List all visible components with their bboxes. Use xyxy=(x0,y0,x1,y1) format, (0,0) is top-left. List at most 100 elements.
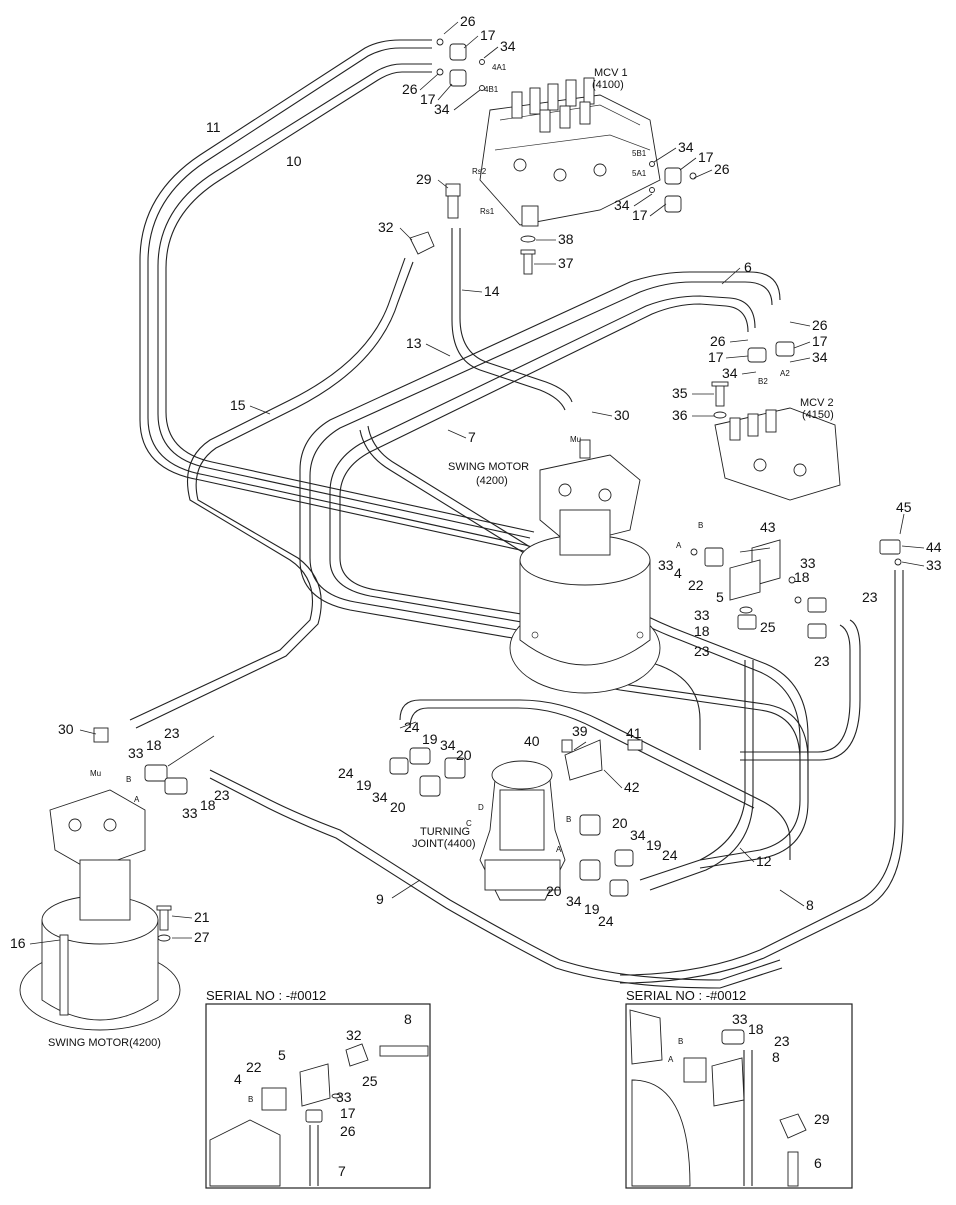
callout-24c: 24 xyxy=(662,847,678,863)
port-5b1: 5B1 xyxy=(632,149,647,158)
inset-left-callout-25: 25 xyxy=(362,1073,378,1089)
inset-left-port-b: B xyxy=(248,1095,253,1104)
callout-labels: 26 17 34 26 17 34 11 10 34 17 26 29 34 1… xyxy=(10,13,942,951)
inset-left-title: SERIAL NO : -#0012 xyxy=(206,988,326,1003)
callout-29: 29 xyxy=(416,171,432,187)
callout-40: 40 xyxy=(524,733,540,749)
callout-18d: 18 xyxy=(200,797,216,813)
callout-27: 27 xyxy=(194,929,210,945)
inset-right-callout-29: 29 xyxy=(814,1111,830,1127)
callout-33e: 33 xyxy=(128,745,144,761)
callout-42: 42 xyxy=(624,779,640,795)
label-swing-motor-bottom: SWING MOTOR(4200) xyxy=(48,1037,161,1049)
callout-44: 44 xyxy=(926,539,942,555)
callout-20a: 20 xyxy=(456,747,472,763)
callout-4a: 4 xyxy=(674,565,682,581)
callout-26c: 26 xyxy=(714,161,730,177)
callout-23a: 23 xyxy=(862,589,878,605)
label-swing-motor-top-code: (4200) xyxy=(476,475,508,487)
port-d: D xyxy=(478,803,484,812)
callout-38: 38 xyxy=(558,231,574,247)
port-b2: B2 xyxy=(758,377,768,386)
port-4a1: 4A1 xyxy=(492,63,507,72)
port-mu-top: Mu xyxy=(570,435,581,444)
callout-45: 45 xyxy=(896,499,912,515)
callout-41: 41 xyxy=(626,725,642,741)
callout-8: 8 xyxy=(806,897,814,913)
port-c: C xyxy=(466,819,472,828)
callout-35: 35 xyxy=(672,385,688,401)
label-turning-joint-1: TURNING xyxy=(420,826,470,838)
port-rs1: Rs1 xyxy=(480,207,495,216)
callout-17f: 17 xyxy=(812,333,828,349)
callout-18b: 18 xyxy=(694,623,710,639)
callout-34c: 34 xyxy=(678,139,694,155)
callout-20b: 20 xyxy=(390,799,406,815)
callout-10: 10 xyxy=(286,153,302,169)
callout-19d: 19 xyxy=(584,901,600,917)
callout-17a: 17 xyxy=(480,27,496,43)
callout-36: 36 xyxy=(672,407,688,423)
swing-motor-top xyxy=(509,439,661,694)
callout-20d: 20 xyxy=(546,883,562,899)
callout-9: 9 xyxy=(376,891,384,907)
callout-43: 43 xyxy=(760,519,776,535)
callout-34a: 34 xyxy=(500,38,516,54)
label-mcv1-code: (4100) xyxy=(592,79,624,91)
callout-34b: 34 xyxy=(434,101,450,117)
callout-19b: 19 xyxy=(356,777,372,793)
callout-34i: 34 xyxy=(630,827,646,843)
mcv1-valve-block xyxy=(409,38,697,275)
inset-left-callout-7: 7 xyxy=(338,1163,346,1179)
callout-17d: 17 xyxy=(632,207,648,223)
callout-24b: 24 xyxy=(338,765,354,781)
inset-right-callout-18: 18 xyxy=(748,1021,764,1037)
port-a-turning-joint: A xyxy=(556,845,562,854)
callout-12: 12 xyxy=(756,853,772,869)
hose-routes xyxy=(129,39,904,989)
callout-34g: 34 xyxy=(440,737,456,753)
inset-left-callout-26: 26 xyxy=(340,1123,356,1139)
inset-left-callout-8: 8 xyxy=(404,1011,412,1027)
callout-34e: 34 xyxy=(722,365,738,381)
inset-right-port-b: B xyxy=(678,1037,683,1046)
inset-left-callout-5: 5 xyxy=(278,1047,286,1063)
inset-left-callout-32: 32 xyxy=(346,1027,362,1043)
callout-26e: 26 xyxy=(812,317,828,333)
port-b-top: B xyxy=(698,521,703,530)
callout-34d: 34 xyxy=(614,197,630,213)
callout-33d: 33 xyxy=(694,607,710,623)
label-mcv1: MCV 1 xyxy=(594,67,628,79)
callout-34j: 34 xyxy=(566,893,582,909)
label-turning-joint-2: JOINT(4400) xyxy=(412,838,476,850)
callout-17b: 17 xyxy=(420,91,436,107)
callout-25a: 25 xyxy=(760,619,776,635)
port-a-left: A xyxy=(134,795,140,804)
callout-23d: 23 xyxy=(164,725,180,741)
callout-34h: 34 xyxy=(372,789,388,805)
callout-33a: 33 xyxy=(926,557,942,573)
callout-19a: 19 xyxy=(422,731,438,747)
callout-7: 7 xyxy=(468,429,476,445)
callout-24d: 24 xyxy=(598,913,614,929)
inset-right-title: SERIAL NO : -#0012 xyxy=(626,988,746,1003)
mcv2-valve-block xyxy=(711,341,841,501)
label-mcv2: MCV 2 xyxy=(800,397,834,409)
port-mu-bottom: Mu xyxy=(90,769,101,778)
callout-6: 6 xyxy=(744,259,752,275)
swing-motor-bottom xyxy=(19,727,188,1031)
leader-lines xyxy=(29,21,925,945)
inset-left-callout-22: 22 xyxy=(246,1059,262,1075)
callout-18a: 18 xyxy=(794,569,810,585)
callout-15: 15 xyxy=(230,397,246,413)
valve-block-cluster xyxy=(690,539,902,639)
callout-17e: 17 xyxy=(708,349,724,365)
callout-33c: 33 xyxy=(800,555,816,571)
callout-23e: 23 xyxy=(214,787,230,803)
port-rs2: Rs2 xyxy=(472,167,487,176)
callout-39: 39 xyxy=(572,723,588,739)
callout-33f: 33 xyxy=(182,805,198,821)
inset-left-callout-4: 4 xyxy=(234,1071,242,1087)
